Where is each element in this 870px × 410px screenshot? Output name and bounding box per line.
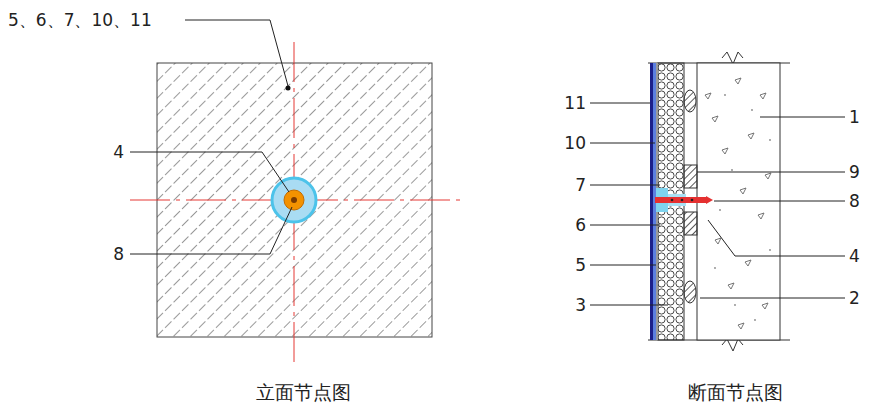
callout-number: 10 [564, 133, 586, 153]
callout-number: 1 [849, 107, 860, 127]
callout-number: 11 [564, 93, 586, 113]
callout-number: 4 [849, 246, 860, 266]
callout-number: 4 [113, 142, 124, 162]
figure-caption: 立面节点图 [256, 381, 351, 404]
callout-number: 5、6、7、10、11 [8, 10, 152, 30]
callout-number: 3 [575, 295, 586, 315]
figure-caption: 断面节点图 [688, 381, 783, 404]
callout-number: 8 [849, 191, 860, 211]
callout-number: 2 [849, 288, 860, 308]
callout-number: 6 [575, 215, 586, 235]
callout-number: 9 [849, 162, 860, 182]
callout-number: 7 [575, 175, 586, 195]
callout-number: 8 [113, 244, 124, 264]
callout-number: 5 [575, 255, 586, 275]
